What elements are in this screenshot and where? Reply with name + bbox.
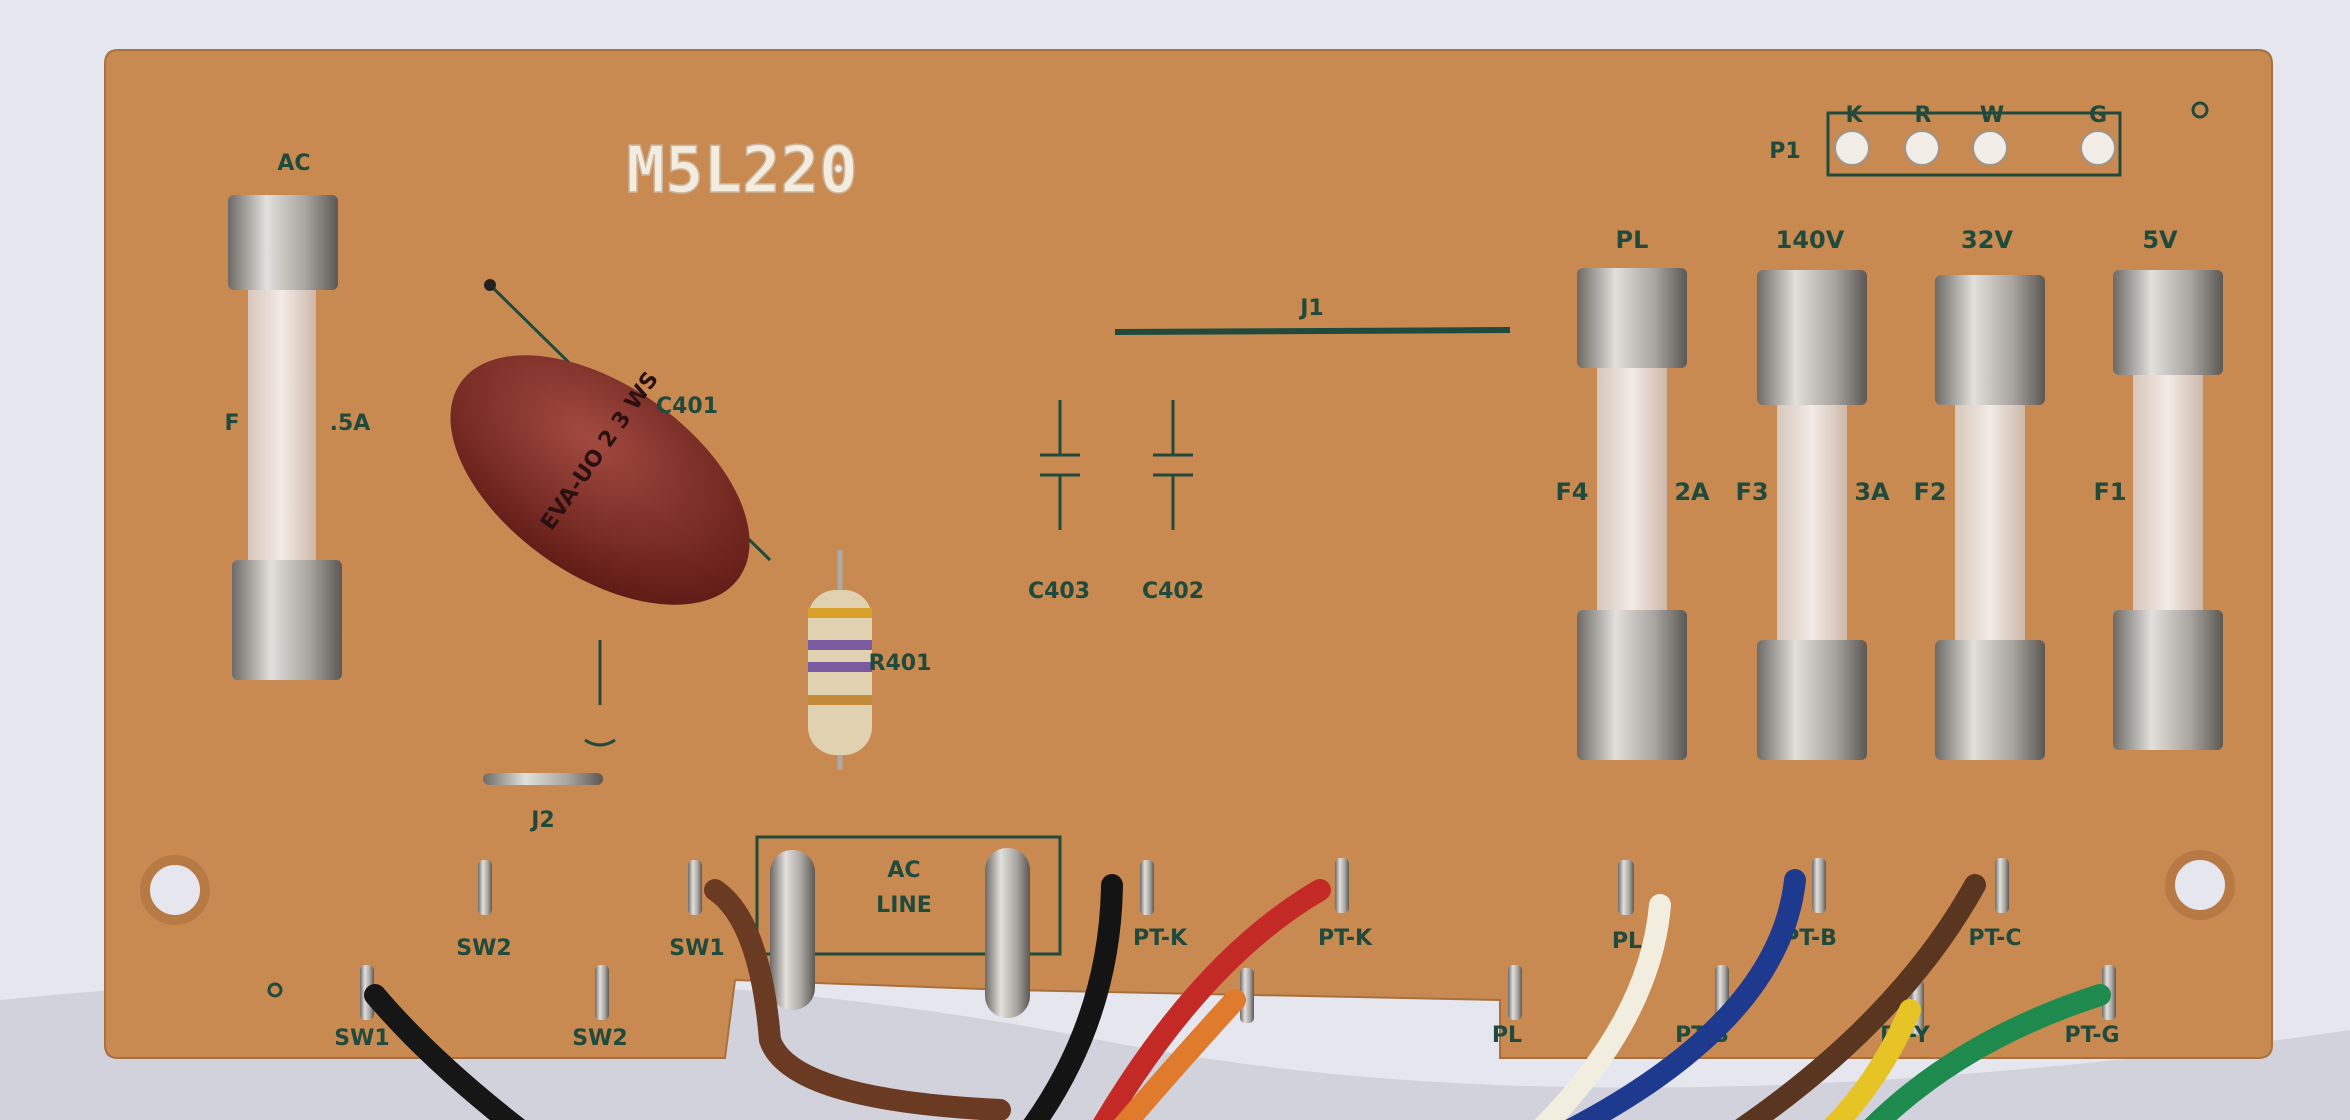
fuse-f4-ref: F4 (1555, 478, 1588, 506)
wire-white (1534, 894, 1671, 1120)
ac-line-label-2: LINE (876, 893, 932, 918)
wire-black (1023, 874, 1123, 1120)
fuse-f3-rating: 3A (1854, 478, 1890, 506)
terminal-label-sw2: SW2 (572, 1026, 627, 1051)
fuse-f1-group: 5V (2142, 226, 2178, 254)
terminal-label-sw2: SW2 (456, 936, 511, 961)
solder-pad (484, 279, 496, 291)
wire-red (1093, 879, 1331, 1120)
ac-line-outline (755, 835, 1062, 956)
terminal-label-pt-g: PT-G (2064, 1023, 2119, 1048)
mounting-hole (2165, 850, 2235, 920)
terminal-label-pl: PL (1612, 929, 1642, 954)
wire-black (364, 984, 526, 1120)
fuse-f1-ref: F1 (2093, 478, 2126, 506)
wire-yellow (1824, 999, 1921, 1120)
terminal-label-pt-k: PT-K (1133, 926, 1188, 951)
fuse-f4-group: PL (1616, 226, 1649, 254)
capacitor-c401: EVA-UO 2 3 WS (450, 355, 750, 605)
fuse-f2 (1935, 275, 2045, 760)
jumper-j1-trace (1114, 327, 1511, 335)
jumper-j2-wire (483, 773, 603, 785)
pin-label-k: K (1845, 103, 1863, 128)
resistor-r401 (808, 550, 872, 770)
wire-green (1864, 984, 2111, 1120)
circuit-board (104, 49, 2273, 1059)
connector-p1-outline (1826, 111, 2122, 177)
fuse-f5-rating: .5A (330, 411, 371, 436)
fuse-f2-ref: F2 (1913, 478, 1946, 506)
capacitor-c402-label: C402 (1142, 579, 1204, 604)
pin-label-r: R (1915, 103, 1932, 128)
fuse-f4-rating: 2A (1674, 478, 1710, 506)
connector-p1-label: P1 (1769, 139, 1800, 164)
wire-brown (1735, 874, 1986, 1120)
jumper-j1-label: J1 (1298, 296, 1324, 321)
connector-p1-pins (1834, 130, 2116, 166)
capacitor-c401-label: C401 (656, 394, 718, 419)
ac-line-label-1: AC (887, 858, 920, 883)
trace (584, 738, 616, 747)
fuse-f3-group: 140V (1776, 226, 1845, 254)
terminal-label-pt-c: PT-C (1968, 926, 2021, 951)
part-number-stamp: M5L220 (626, 134, 857, 208)
wire-brown (704, 879, 1011, 1120)
terminal-label-pl: PL (1492, 1023, 1522, 1048)
resistor-r401-label: R401 (869, 651, 932, 676)
capacitor-c402-symbol (1153, 400, 1193, 530)
ac-lug-right (985, 848, 1030, 1018)
via (267, 982, 283, 998)
fuse-f1 (2113, 270, 2223, 750)
fuse-f4 (1577, 268, 1687, 760)
terminal-label-sw1: SW1 (669, 936, 724, 961)
wires (364, 869, 2111, 1120)
ac-lug-left (770, 850, 815, 1010)
terminal-label-sw1: SW1 (334, 1026, 389, 1051)
fuse-f5-ref: F (224, 411, 239, 436)
fuse-f2-group: 32V (1961, 226, 2013, 254)
fuse-f3-ref: F3 (1735, 478, 1768, 506)
jumper-j2-label: J2 (529, 808, 555, 833)
fuse-ac (228, 195, 342, 680)
fuse-f3 (1757, 270, 1867, 760)
fuse-ac-label: AC (277, 151, 310, 176)
wire-orange (1114, 989, 1246, 1120)
pin-label-g: G (2089, 103, 2107, 128)
capacitor-c403-symbol (1040, 400, 1080, 530)
pin-label-w: W (1980, 103, 2004, 128)
mounting-hole (140, 855, 210, 925)
via (2191, 101, 2209, 119)
terminal-label-pt-k: PT-K (1318, 926, 1373, 951)
capacitor-c403-label: C403 (1028, 579, 1090, 604)
wire-blue (1565, 869, 1806, 1120)
